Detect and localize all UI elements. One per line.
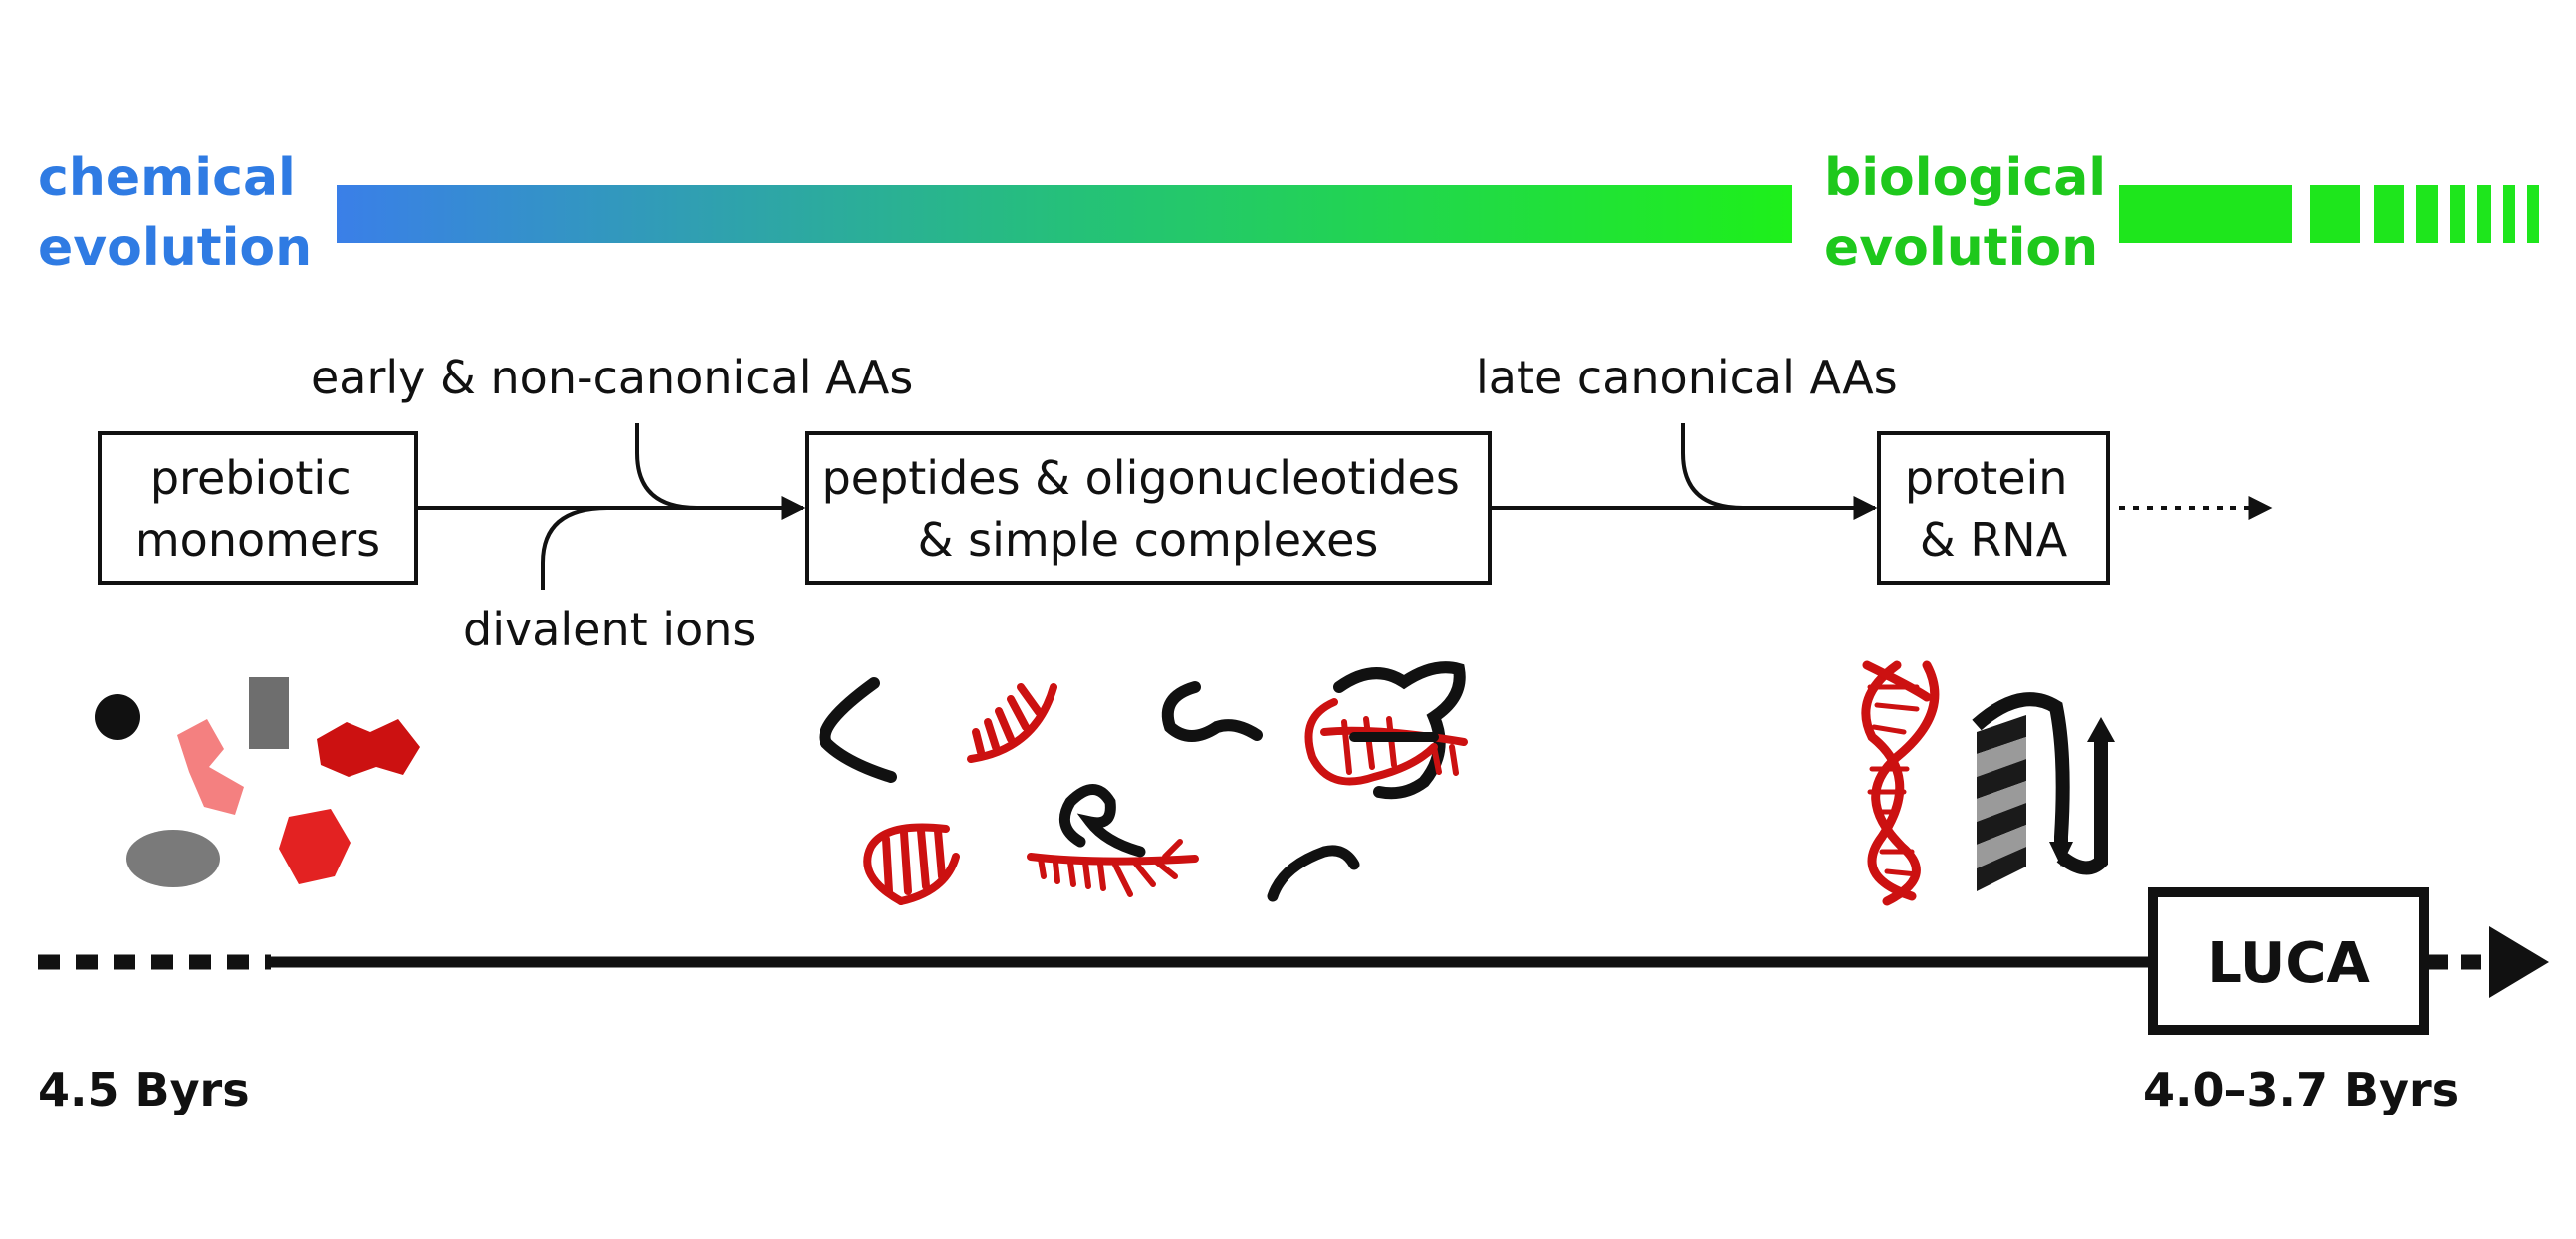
svg-text:peptides & oligonucleotides: peptides & oligonucleotides & simple com… (822, 451, 1475, 567)
gray-ellipse-molecule (126, 830, 220, 887)
flow-diagram: early & non-canonical AAs divalent ions … (98, 351, 2273, 656)
luca-label: LUCA (2207, 931, 2370, 996)
phase-bar: chemical evolution biological evolution (38, 148, 2539, 278)
stage-protein-rna: protein & RNA (1877, 431, 2110, 585)
red-hexagon-pair-molecule (317, 719, 420, 777)
timeline-start-label: 4.5 Byrs (38, 1063, 250, 1116)
monomer-illustrations (95, 677, 420, 887)
timeline: LUCA 4.5 Byrs 4.0–3.7 Byrs (38, 887, 2549, 1116)
rna-peptide-complex-2 (1027, 784, 1199, 897)
timeline-end-label: 4.0–3.7 Byrs (2143, 1063, 2459, 1116)
gradient-evolution-bar (337, 185, 1792, 243)
black-circle-molecule (95, 694, 140, 740)
peptide-strand-3 (1267, 845, 1360, 902)
chemical-evolution-label: chemical evolution (38, 148, 314, 278)
early-aas-label: early & non-canonical AAs (311, 351, 913, 404)
biological-evolution-label: biological evolution (1824, 148, 2124, 278)
merge-divalent-ions (541, 506, 657, 590)
merge-early-aas (635, 423, 757, 510)
oligomer-illustrations (819, 661, 1468, 905)
rna-hairpin-2 (863, 823, 960, 905)
red-hexagon-molecule (279, 809, 351, 884)
peptide-strand-1 (819, 677, 897, 783)
peptide-strand-2 (1161, 681, 1263, 742)
divalent-ions-label: divalent ions (463, 603, 756, 656)
timeline-arrowhead (2489, 926, 2549, 998)
luca-box: LUCA (2148, 887, 2429, 1035)
late-aas-label: late canonical AAs (1476, 351, 1898, 404)
rna-double-helix (1861, 660, 1940, 906)
pink-hexagon-molecule (177, 719, 244, 815)
merge-late-aas (1681, 423, 1802, 510)
stage-peptides-oligonucleotides: peptides & oligonucleotides & simple com… (805, 431, 1492, 585)
protein-fold (1972, 692, 2115, 891)
rna-peptide-complex-1 (1304, 661, 1468, 800)
rna-hairpin-1 (967, 683, 1057, 763)
gray-rectangle-molecule (249, 677, 289, 749)
biological-bar-segments (2119, 185, 2539, 243)
svg-text:protein & RNA: protein & RNA (1905, 451, 2082, 567)
svg-text:prebiotic monomers: prebiotic monomers (135, 451, 380, 567)
macromolecule-illustrations (1861, 660, 2115, 906)
flow-arrows (418, 423, 2273, 590)
stage-prebiotic-monomers: prebiotic monomers (98, 431, 418, 585)
